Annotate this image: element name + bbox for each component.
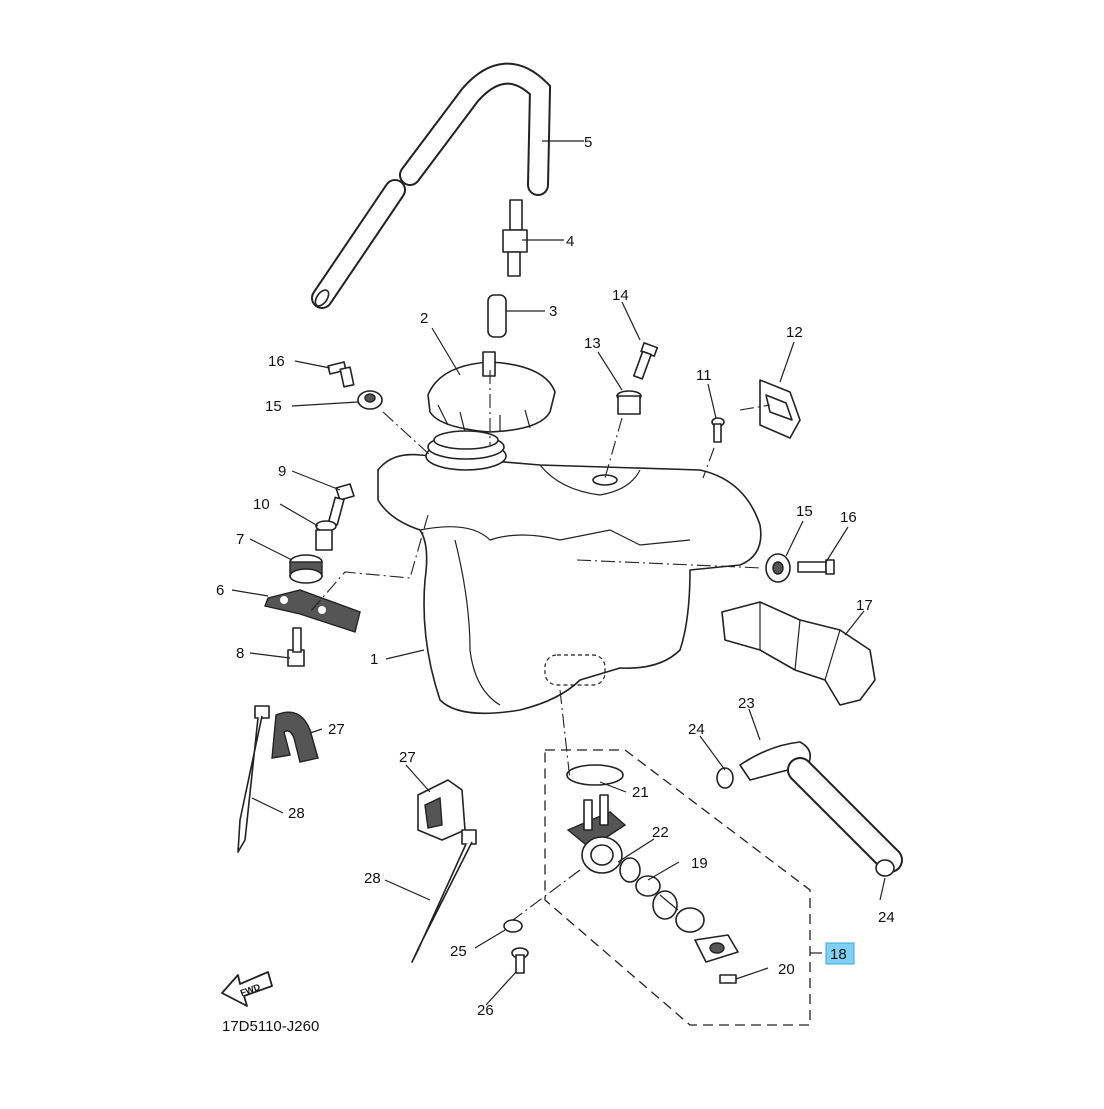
- callout-17: 17: [856, 597, 873, 614]
- callout-14: 14: [612, 287, 629, 304]
- drawing-code: 17D5110-J260: [222, 1018, 319, 1035]
- leader-lines: [231, 140, 886, 1006]
- breather-hose: [311, 62, 552, 309]
- fuel-pipe-23: [739, 741, 903, 873]
- callout-27-center: 27: [399, 749, 416, 766]
- callout-20: 20: [778, 961, 795, 978]
- holder-27-center: [417, 779, 466, 841]
- callout-22: 22: [652, 824, 669, 841]
- callout-15-right: 15: [796, 503, 813, 520]
- callout-3: 3: [549, 303, 557, 320]
- screw-11: [711, 417, 725, 443]
- callout-16-right: 16: [840, 509, 857, 526]
- center-lines: [309, 370, 771, 921]
- check-valve: [502, 199, 528, 277]
- callout-2: 2: [420, 310, 428, 327]
- callout-21: 21: [632, 784, 649, 801]
- callout-26: 26: [477, 1002, 494, 1019]
- fwd-arrow-icon: FWD: [221, 971, 273, 1007]
- fuel-cock-assembly: [544, 749, 811, 1026]
- fuel-cap: [427, 351, 556, 433]
- callout-10: 10: [253, 496, 270, 513]
- bolt-8: [287, 627, 305, 667]
- callout-8: 8: [236, 645, 244, 662]
- callout-28-center: 28: [364, 870, 381, 887]
- clip-24-upper: [716, 767, 734, 789]
- callout-7: 7: [236, 531, 244, 548]
- callout-5: 5: [584, 134, 592, 151]
- callout-19: 19: [691, 855, 708, 872]
- collar-13: [616, 390, 642, 415]
- callout-1: 1: [370, 651, 378, 668]
- collar-10: [315, 520, 337, 551]
- damper-17: [721, 601, 876, 706]
- callout-15-left: 15: [265, 398, 282, 415]
- callout-16-left: 16: [268, 353, 285, 370]
- callout-18: 18: [830, 946, 847, 963]
- callout-18-highlight[interactable]: 18: [825, 942, 855, 965]
- callout-4: 4: [566, 233, 574, 250]
- callout-11: 11: [696, 367, 712, 384]
- bolt-16-right: [797, 559, 835, 575]
- band-28-left: [237, 705, 270, 853]
- joint-pipe: [487, 294, 507, 338]
- callout-9: 9: [278, 463, 286, 480]
- damper-15-left: [357, 390, 383, 410]
- callout-labels: 5 4 3 2 16 15 9 10 7 6 8 1 14 13 11 12 1…: [216, 134, 895, 1019]
- callout-24-lower: 24: [878, 909, 895, 926]
- bracket-6: [264, 589, 361, 633]
- callout-12: 12: [786, 324, 803, 341]
- callout-28-left: 28: [288, 805, 305, 822]
- clip-12: [759, 379, 801, 439]
- bolt-14: [632, 342, 659, 380]
- screw-26: [511, 947, 529, 974]
- highlight-box: [825, 942, 855, 965]
- bolt-16-left: [327, 361, 355, 388]
- callout-25: 25: [450, 943, 467, 960]
- washer-25: [503, 919, 523, 933]
- callout-6: 6: [216, 582, 224, 599]
- callout-23: 23: [738, 695, 755, 712]
- damper-15-right: [765, 553, 791, 583]
- band-28-center: [411, 829, 477, 963]
- callout-13: 13: [584, 335, 601, 352]
- holder-27-left: [271, 711, 319, 763]
- callout-27-left: 27: [328, 721, 345, 738]
- clip-24-lower: [875, 859, 895, 877]
- callout-24-upper: 24: [688, 721, 705, 738]
- bolt-9: [327, 483, 355, 526]
- fuel-tank: [377, 430, 762, 715]
- damper-7: [289, 554, 323, 584]
